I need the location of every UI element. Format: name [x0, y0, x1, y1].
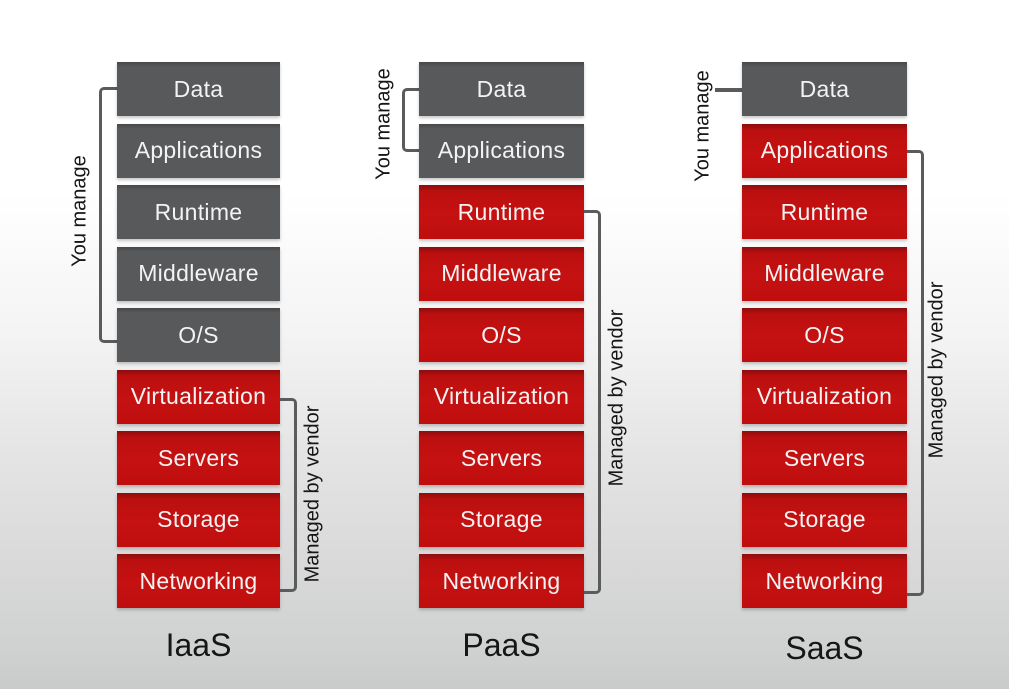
layer-box-servers: Servers	[742, 431, 907, 485]
layer-label: O/S	[804, 321, 845, 348]
column-paas-stack: Data Applications Runtime Middleware O/S…	[419, 62, 584, 608]
layer-box-os: O/S	[419, 308, 584, 362]
layer-label: Storage	[157, 506, 240, 532]
layer-label: Networking	[139, 567, 258, 594]
managed-by-vendor-label: Managed by vendor	[605, 309, 628, 487]
layer-label: Runtime	[780, 198, 869, 225]
layer-box-networking: Networking	[117, 554, 280, 608]
layer-box-os: O/S	[742, 308, 907, 362]
layer-box-applications: Applications	[419, 123, 584, 178]
layer-box-applications: Applications	[117, 123, 280, 178]
layer-box-storage: Storage	[742, 492, 907, 547]
column-title-paas: PaaS	[462, 627, 541, 663]
layer-box-runtime: Runtime	[419, 185, 584, 239]
you-manage-label: You manage	[372, 68, 395, 180]
layer-box-applications: Applications	[742, 123, 907, 178]
layer-label: Data	[173, 75, 224, 102]
managed-by-vendor-bracket	[584, 210, 601, 594]
layer-label: Virtualization	[433, 383, 570, 409]
column-title-iaas: IaaS	[165, 627, 232, 663]
layer-box-virtualization: Virtualization	[117, 369, 280, 424]
layer-box-middleware: Middleware	[419, 246, 584, 301]
managed-by-vendor-bracket	[907, 150, 924, 596]
layer-label: Middleware	[764, 260, 885, 286]
managed-by-vendor-bracket	[280, 398, 297, 592]
layer-box-networking: Networking	[742, 554, 907, 608]
column-iaas-stack: Data Applications Runtime Middleware O/S…	[117, 62, 280, 608]
layer-box-servers: Servers	[117, 431, 280, 485]
layer-label: O/S	[481, 321, 522, 348]
layer-box-runtime: Runtime	[117, 185, 280, 239]
you-manage-bracket	[402, 88, 422, 152]
layer-box-data: Data	[117, 62, 280, 116]
you-manage-connector-line	[715, 88, 742, 92]
layer-box-storage: Storage	[419, 492, 584, 547]
layer-label: Networking	[765, 567, 884, 594]
layer-box-servers: Servers	[419, 431, 584, 485]
layer-label: Servers	[460, 444, 543, 471]
layer-label: Servers	[783, 444, 866, 471]
layer-box-storage: Storage	[117, 492, 280, 547]
layer-label: Storage	[783, 506, 866, 532]
column-saas-stack: Data Applications Runtime Middleware O/S…	[742, 62, 907, 608]
layer-label: Data	[476, 75, 527, 102]
layer-label: Runtime	[457, 198, 546, 225]
layer-box-data: Data	[742, 62, 907, 116]
layer-label: Applications	[760, 137, 889, 163]
you-manage-label: You manage	[68, 155, 91, 267]
layer-box-virtualization: Virtualization	[742, 369, 907, 424]
layer-label: Virtualization	[756, 383, 893, 409]
layer-label: Middleware	[441, 260, 562, 286]
you-manage-label: You manage	[691, 70, 714, 182]
managed-by-vendor-label: Managed by vendor	[925, 281, 948, 459]
layer-label: O/S	[178, 321, 219, 348]
layer-box-middleware: Middleware	[742, 246, 907, 301]
layer-label: Runtime	[154, 198, 243, 225]
layer-label: Networking	[442, 567, 561, 594]
layer-box-os: O/S	[117, 308, 280, 362]
layer-label: Applications	[437, 137, 566, 163]
you-manage-bracket	[99, 87, 120, 343]
layer-box-virtualization: Virtualization	[419, 369, 584, 424]
layer-label: Middleware	[138, 260, 259, 286]
layer-label: Servers	[157, 444, 240, 471]
layer-box-networking: Networking	[419, 554, 584, 608]
layer-box-middleware: Middleware	[117, 246, 280, 301]
layer-label: Virtualization	[130, 383, 267, 409]
layer-box-data: Data	[419, 62, 584, 116]
layer-label: Applications	[134, 137, 263, 163]
column-title-saas: SaaS	[785, 630, 864, 666]
managed-by-vendor-label: Managed by vendor	[301, 405, 324, 583]
layer-label: Storage	[460, 506, 543, 532]
layer-box-runtime: Runtime	[742, 185, 907, 239]
layer-label: Data	[799, 75, 850, 102]
